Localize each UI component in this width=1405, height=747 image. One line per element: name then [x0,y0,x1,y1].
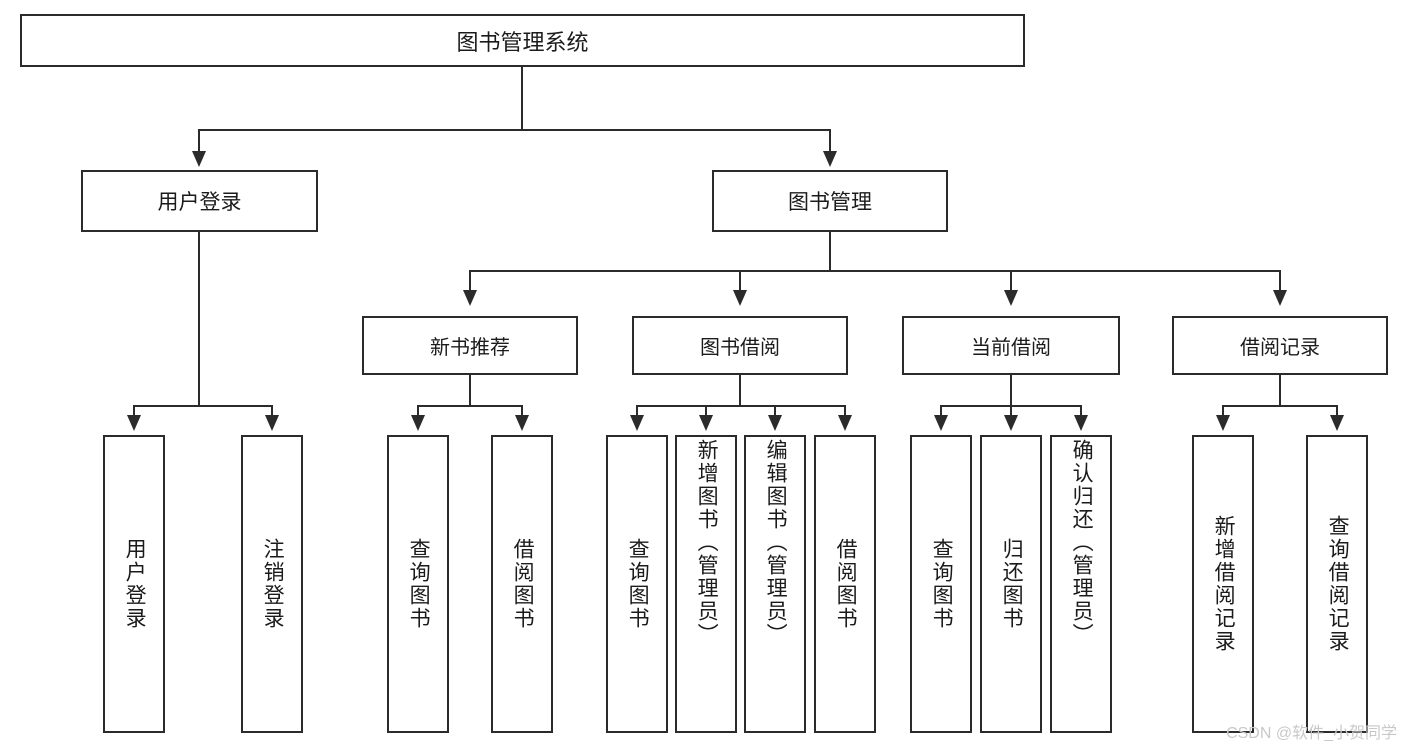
connector-userlogin-stem [198,232,200,406]
arrowhead-currentborrow-1 [934,415,948,431]
connector-level2-drop-3 [1010,270,1012,292]
connector-bookborrow-drop-2 [705,405,707,417]
leaf-label: 用户登录 [123,538,147,630]
leaf-label: 编辑图书（管理员） [764,439,788,646]
arrowhead-bookborrow-1 [630,415,644,431]
leaf-query-book-current[interactable]: 查询图书 [910,435,972,733]
connector-newbook-drop-2 [521,405,523,417]
node-user-login[interactable]: 用户登录 [81,170,318,232]
connector-level2-bus [469,270,1280,272]
node-label: 图书借阅 [700,337,780,359]
leaf-label: 查询图书 [407,538,431,630]
node-book-management[interactable]: 图书管理 [712,170,948,232]
connector-borrowrecord-drop-1 [1222,405,1224,417]
connector-newbook-stem [469,375,471,407]
connector-level2-drop-4 [1279,270,1281,292]
arrowhead-bookborrow-2 [699,415,713,431]
leaf-edit-book-admin[interactable]: 编辑图书（管理员） [744,435,806,733]
connector-newbook-drop-1 [417,405,419,417]
leaf-query-book-borrow[interactable]: 查询图书 [606,435,668,733]
arrowhead-level1-1 [192,151,206,167]
node-label: 当前借阅 [971,337,1051,359]
arrowhead-borrowrecord-2 [1330,415,1344,431]
connector-bookborrow-drop-1 [636,405,638,417]
leaf-label: 借阅图书 [834,538,858,630]
leaf-user-login[interactable]: 用户登录 [103,435,165,733]
leaf-label: 借阅图书 [511,538,535,630]
leaf-label: 查询借阅记录 [1326,515,1350,653]
leaf-query-borrow-record[interactable]: 查询借阅记录 [1306,435,1368,733]
connector-level2-drop-1 [469,270,471,292]
arrowhead-level2-4 [1273,290,1287,306]
arrowhead-borrowrecord-1 [1216,415,1230,431]
node-label: 新书推荐 [430,337,510,359]
leaf-label: 归还图书 [1000,538,1024,630]
leaf-label: 查询图书 [930,538,954,630]
arrowhead-userlogin-1 [127,415,141,431]
arrowhead-userlogin-2 [265,415,279,431]
node-label: 图书管理 [788,191,872,214]
arrowhead-level2-2 [733,290,747,306]
connector-borrowrecord-stem [1279,375,1281,407]
node-label: 用户登录 [157,191,242,214]
arrowhead-level2-1 [463,290,477,306]
arrowhead-level1-2 [823,151,837,167]
leaf-label: 确认归还（管理员） [1070,439,1094,646]
leaf-label: 注销登录 [261,538,285,630]
connector-userlogin-drop-1 [133,405,135,417]
leaf-return-book[interactable]: 归还图书 [980,435,1042,733]
connector-currentborrow-drop-2 [1010,405,1012,417]
connector-newbook-bus [417,405,523,407]
connector-currentborrow-stem [1010,375,1012,407]
connector-borrowrecord-drop-2 [1336,405,1338,417]
connector-level2-drop-2 [739,270,741,292]
leaf-label: 新增借阅记录 [1212,515,1236,653]
arrowhead-currentborrow-3 [1074,415,1088,431]
leaf-user-logout[interactable]: 注销登录 [241,435,303,733]
node-root-system[interactable]: 图书管理系统 [20,14,1025,67]
connector-bookmgmt-stem [829,232,831,271]
arrowhead-newbook-2 [515,415,529,431]
leaf-add-borrow-record[interactable]: 新增借阅记录 [1192,435,1254,733]
connector-userlogin-drop-2 [271,405,273,417]
node-book-borrow[interactable]: 图书借阅 [632,316,848,375]
connector-currentborrow-drop-1 [940,405,942,417]
connector-userlogin-bus [133,405,273,407]
leaf-confirm-return-admin[interactable]: 确认归还（管理员） [1050,435,1112,733]
connector-root-stem [521,67,523,130]
connector-borrowrecord-bus [1222,405,1338,407]
connector-bookborrow-drop-4 [844,405,846,417]
arrowhead-level2-3 [1004,290,1018,306]
connector-level1-bus [198,129,830,131]
leaf-label: 新增图书（管理员） [695,439,719,646]
node-new-book-recommend[interactable]: 新书推荐 [362,316,578,375]
leaf-query-book-newbook[interactable]: 查询图书 [387,435,449,733]
connector-level1-drop-2 [829,129,831,153]
node-label: 图书管理系统 [456,29,589,55]
connector-level1-drop-1 [198,129,200,153]
leaf-borrow-book[interactable]: 借阅图书 [814,435,876,733]
arrowhead-currentborrow-2 [1004,415,1018,431]
leaf-borrow-book-newbook[interactable]: 借阅图书 [491,435,553,733]
connector-bookborrow-drop-3 [774,405,776,417]
connector-bookborrow-bus [636,405,846,407]
leaf-add-book-admin[interactable]: 新增图书（管理员） [675,435,737,733]
arrowhead-bookborrow-3 [768,415,782,431]
leaf-label: 查询图书 [626,538,650,630]
node-current-borrow[interactable]: 当前借阅 [902,316,1120,375]
node-label: 借阅记录 [1240,337,1320,359]
connector-currentborrow-drop-3 [1080,405,1082,417]
node-borrow-record[interactable]: 借阅记录 [1172,316,1388,375]
connector-bookborrow-stem [739,375,741,407]
arrowhead-bookborrow-4 [838,415,852,431]
arrowhead-newbook-1 [411,415,425,431]
